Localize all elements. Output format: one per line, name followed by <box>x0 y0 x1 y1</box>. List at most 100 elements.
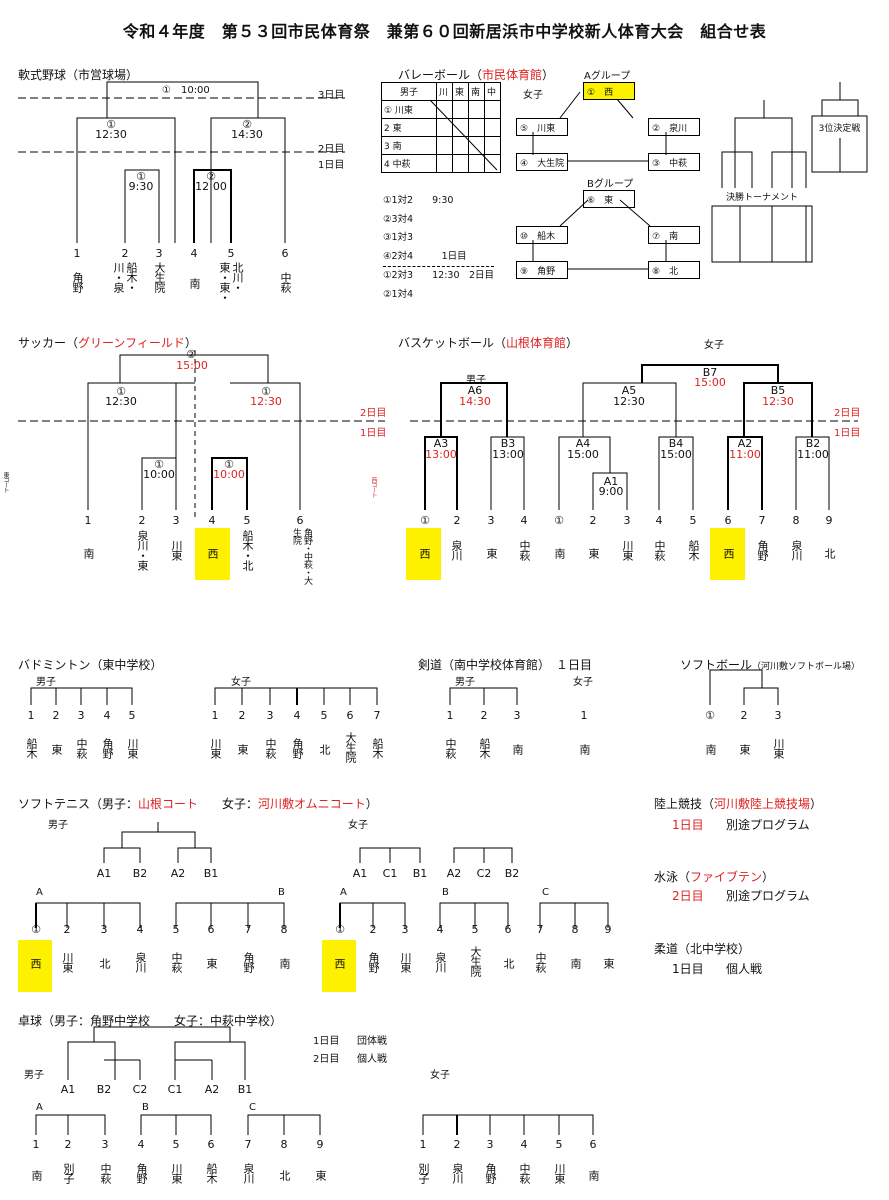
bb-match-b7-time: 15:00 <box>694 376 726 389</box>
st-girl-num: 3 <box>401 923 409 936</box>
tt-seed: A1 <box>60 1083 76 1096</box>
bad-boy-team: 東 <box>50 744 63 754</box>
tt-boy-num: 1 <box>32 1138 40 1151</box>
bad-boy-num: 2 <box>52 709 60 722</box>
bb-match-a6-id: A6 <box>467 384 483 397</box>
badminton-title: バドミントン（東中学校） <box>18 658 163 672</box>
kendo-boy-team: 南 <box>511 744 524 754</box>
bb-girl-team: 角野 <box>756 540 769 560</box>
tt-event2: 個人戦 <box>357 1054 387 1065</box>
bb-match-a3-time: 13:00 <box>425 448 457 461</box>
st-girl-seed: C2 <box>476 867 492 880</box>
st-girl-seed: B1 <box>412 867 428 880</box>
tt-girl-team: 角野 <box>484 1163 497 1183</box>
st-girl-group: C <box>542 887 549 898</box>
tabletennis-title: 卓球（男子：角野中学校 女子：中萩中学校） <box>18 1014 283 1028</box>
badminton-girls-label: 女子 <box>231 677 251 688</box>
vb-schedule-line: ②1対4 <box>383 288 414 300</box>
st-boy-team: 東 <box>205 958 218 968</box>
tt-girl-num: 4 <box>520 1138 528 1151</box>
vb-group-b-label: Bグループ <box>587 179 634 190</box>
vb-b-team-9: ⑨ 角野 <box>516 261 568 279</box>
bb-match-a4-id: A4 <box>575 437 591 450</box>
softball-num: 2 <box>740 709 748 722</box>
st-girl-team: 西 <box>333 958 346 968</box>
bb-boy-team: 東 <box>485 548 498 558</box>
vb-row-label: 3 南 <box>381 136 437 155</box>
bad-boy-team: 中萩 <box>75 738 88 758</box>
tt-boy-team: 北 <box>278 1170 291 1180</box>
judo-title: 柔道（北中学校） <box>654 942 751 956</box>
kendo-girl-team: 南 <box>578 744 591 754</box>
baseball-m1-num: ① <box>106 118 116 131</box>
tt-girl-team: 中萩 <box>518 1163 531 1183</box>
st-boy-seed: A2 <box>170 867 186 880</box>
bb-match-a5-id: A5 <box>621 384 637 397</box>
st-girl-num: 9 <box>604 923 612 936</box>
tt-group: C <box>249 1102 256 1113</box>
bb-girl-num: ① <box>554 514 564 527</box>
soccer-highlight <box>195 528 230 580</box>
st-girl-num: 8 <box>571 923 579 936</box>
tt-girls-label: 女子 <box>430 1070 450 1081</box>
vb-b-team-7: ⑦ 南 <box>648 226 700 244</box>
bad-boy-num: 4 <box>103 709 111 722</box>
st-boy-team: 角野 <box>242 952 255 972</box>
baseball-m4-time: 12:00 <box>195 180 227 193</box>
vb-a-team-2: ② 泉川 <box>648 118 700 136</box>
vb-a-team-4: ④ 大生院 <box>516 153 568 171</box>
tt-day2: 2日目 <box>313 1054 340 1065</box>
tt-boy-team: 別子 <box>62 1163 75 1183</box>
st-boy-group: A <box>36 887 43 898</box>
softtennis-title: ソフトテニス（男子：山根コート 女子：河川敷オムニコート） <box>18 797 378 811</box>
st-girl-num: 5 <box>471 923 479 936</box>
bb-boy-team: 西 <box>418 548 431 558</box>
tt-girl-team: 南 <box>587 1170 600 1180</box>
softball-title: ソフトボール（河川敷ソフトボール場） <box>680 658 861 672</box>
st-boy-team: 北 <box>98 958 111 968</box>
badminton-boys-label: 男子 <box>36 677 56 688</box>
st-boy-num: 6 <box>207 923 215 936</box>
softball-num: 3 <box>774 709 782 722</box>
st-girl-highlight <box>322 940 356 992</box>
bb-girl-num: 2 <box>589 514 597 527</box>
kendo-boy-team: 船木 <box>478 738 491 758</box>
vb-header-col: 東 <box>452 82 469 101</box>
baseball-day1-label: 1日目 <box>318 160 345 171</box>
baseball-m1-time: 12:30 <box>95 128 127 141</box>
softball-team: 東 <box>738 744 751 754</box>
kendo-boys-label: 男子 <box>455 677 475 688</box>
bb-girl-num: 7 <box>758 514 766 527</box>
tt-day1: 1日目 <box>313 1036 340 1047</box>
bb-match-b2-id: B2 <box>805 437 821 450</box>
bb-boy-num: 4 <box>520 514 528 527</box>
baseball-day2-label: 2日目 <box>318 144 345 155</box>
basketball-title: バスケットボール（山根体育館） <box>398 336 579 350</box>
bad-boy-team: 船木 <box>25 738 38 758</box>
bad-girl-num: 6 <box>346 709 354 722</box>
st-girl-num: 6 <box>504 923 512 936</box>
st-boy-num: 3 <box>100 923 108 936</box>
vb-header-col: 川 <box>436 82 453 101</box>
bb-match-b5-id: B5 <box>770 384 786 397</box>
volleyball-league-table: 男子 川 東 南 中 ① 川東 2 東 3 南 4 中萩 <box>381 82 501 173</box>
kendo-boy-team: 中萩 <box>444 738 457 758</box>
st-boy-team: 南 <box>278 958 291 968</box>
tt-boy-num: 4 <box>137 1138 145 1151</box>
tt-girl-num: 1 <box>419 1138 427 1151</box>
soccer-num-1: 1 <box>84 514 92 527</box>
bb-girl-team: 中萩 <box>653 540 666 560</box>
soccer-m3-time: 10:00 <box>143 468 175 481</box>
softball-num: ① <box>705 709 715 722</box>
bb-match-b4-time: 15:00 <box>660 448 692 461</box>
tt-boy-team: 泉川 <box>242 1163 255 1183</box>
st-boy-team: 泉川 <box>134 952 147 972</box>
athletics-note: 別途プログラム <box>726 818 810 832</box>
volleyball-schedule: ①1対2 9:30 ②3対4 ③1対3 ④2対4 1日目 ①2対3 12:30 … <box>383 192 495 304</box>
tt-boy-num: 2 <box>64 1138 72 1151</box>
kendo-girls-label: 女子 <box>573 677 593 688</box>
st-girl-team: 南 <box>569 958 582 968</box>
vb-header-col: 中 <box>484 82 501 101</box>
tt-boy-team: 川東 <box>170 1163 183 1183</box>
